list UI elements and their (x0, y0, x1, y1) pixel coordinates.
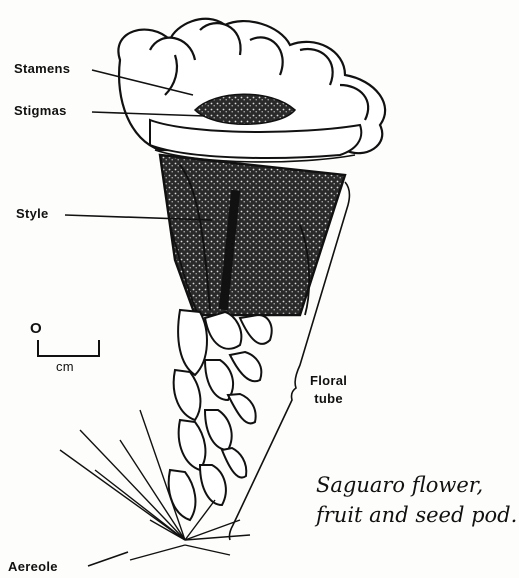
scale-unit-label: cm (56, 359, 74, 374)
scale-bar (38, 340, 99, 356)
caption-line1: Saguaro flower, (316, 470, 517, 500)
caption-line2: fruit and seed pod. (316, 500, 517, 530)
scale-zero-label: O (30, 320, 42, 337)
tube-scales (169, 310, 272, 520)
label-floral-tube-line2: tube (314, 391, 343, 406)
label-floral-tube: Floral tube (310, 372, 347, 408)
label-stamens: Stamens (14, 61, 70, 76)
label-floral-tube-line1: Floral (310, 373, 347, 388)
label-stigmas: Stigmas (14, 103, 67, 118)
label-style: Style (16, 206, 49, 221)
label-aereole: Aereole (8, 559, 58, 574)
caption: Saguaro flower, fruit and seed pod. (316, 470, 517, 530)
